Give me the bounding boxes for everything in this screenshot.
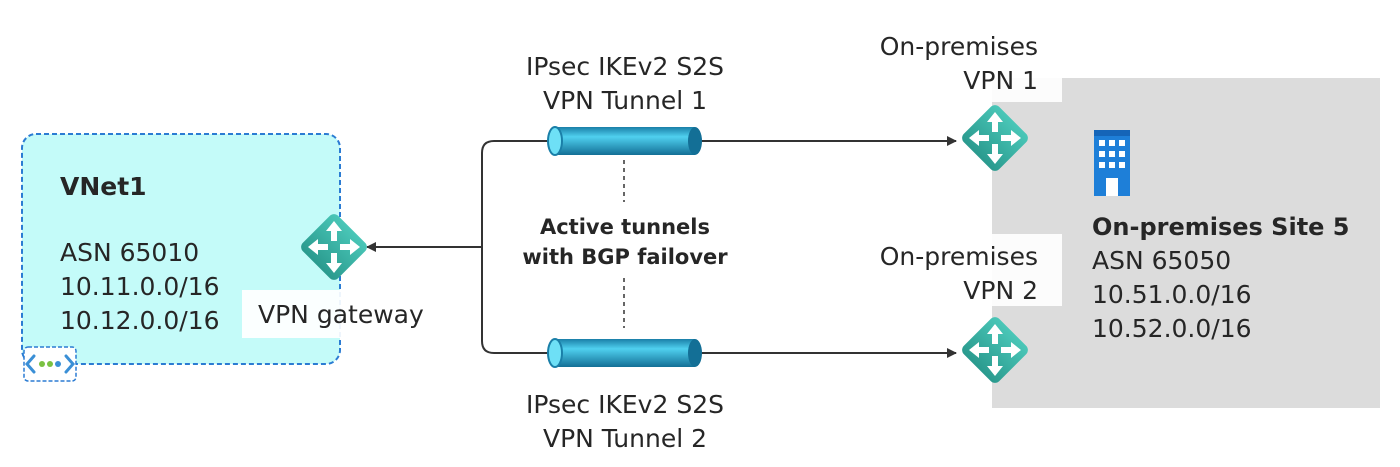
onprem-vpn2-label-line2: VPN 2	[963, 276, 1038, 305]
tunnel-1-label-line2: VPN Tunnel 1	[542, 86, 707, 115]
onprem-vpn1-label-line2: VPN 1	[963, 66, 1038, 95]
vnet-prefix-2: 10.12.0.0/16	[60, 306, 220, 335]
vpn-gateway-label: VPN gateway	[258, 300, 424, 329]
vnet-title: VNet1	[60, 172, 147, 201]
onprem-site-prefix-1: 10.51.0.0/16	[1092, 280, 1252, 309]
vnet-asn: ASN 65010	[60, 238, 200, 267]
onprem-vpn1-label-line1: On-premises	[879, 32, 1038, 61]
tunnel-2-icon	[547, 338, 702, 368]
building-icon	[1094, 130, 1130, 196]
onprem-vpn2-label-bg	[880, 234, 1062, 306]
vnet-prefix-1: 10.11.0.0/16	[60, 272, 220, 301]
tunnel-2-label-line1: IPsec IKEv2 S2S	[526, 390, 724, 419]
active-tunnels-note-line2: with BGP failover	[522, 245, 728, 269]
tunnel-1-label-line1: IPsec IKEv2 S2S	[526, 52, 724, 81]
onprem-site-asn: ASN 65050	[1092, 246, 1232, 275]
onprem-site-title: On-premises Site 5	[1092, 213, 1350, 241]
active-tunnels-note-line1: Active tunnels	[539, 215, 710, 239]
tunnel-2-label-line2: VPN Tunnel 2	[542, 424, 707, 453]
onprem-vpn1-label-bg	[880, 30, 1062, 102]
vnet-icon	[23, 346, 77, 382]
tunnel-1-icon	[547, 126, 702, 156]
onprem-vpn2-label-line1: On-premises	[879, 242, 1038, 271]
vpn-gateway-label-bg	[242, 290, 426, 338]
onprem-site-prefix-2: 10.52.0.0/16	[1092, 314, 1252, 343]
